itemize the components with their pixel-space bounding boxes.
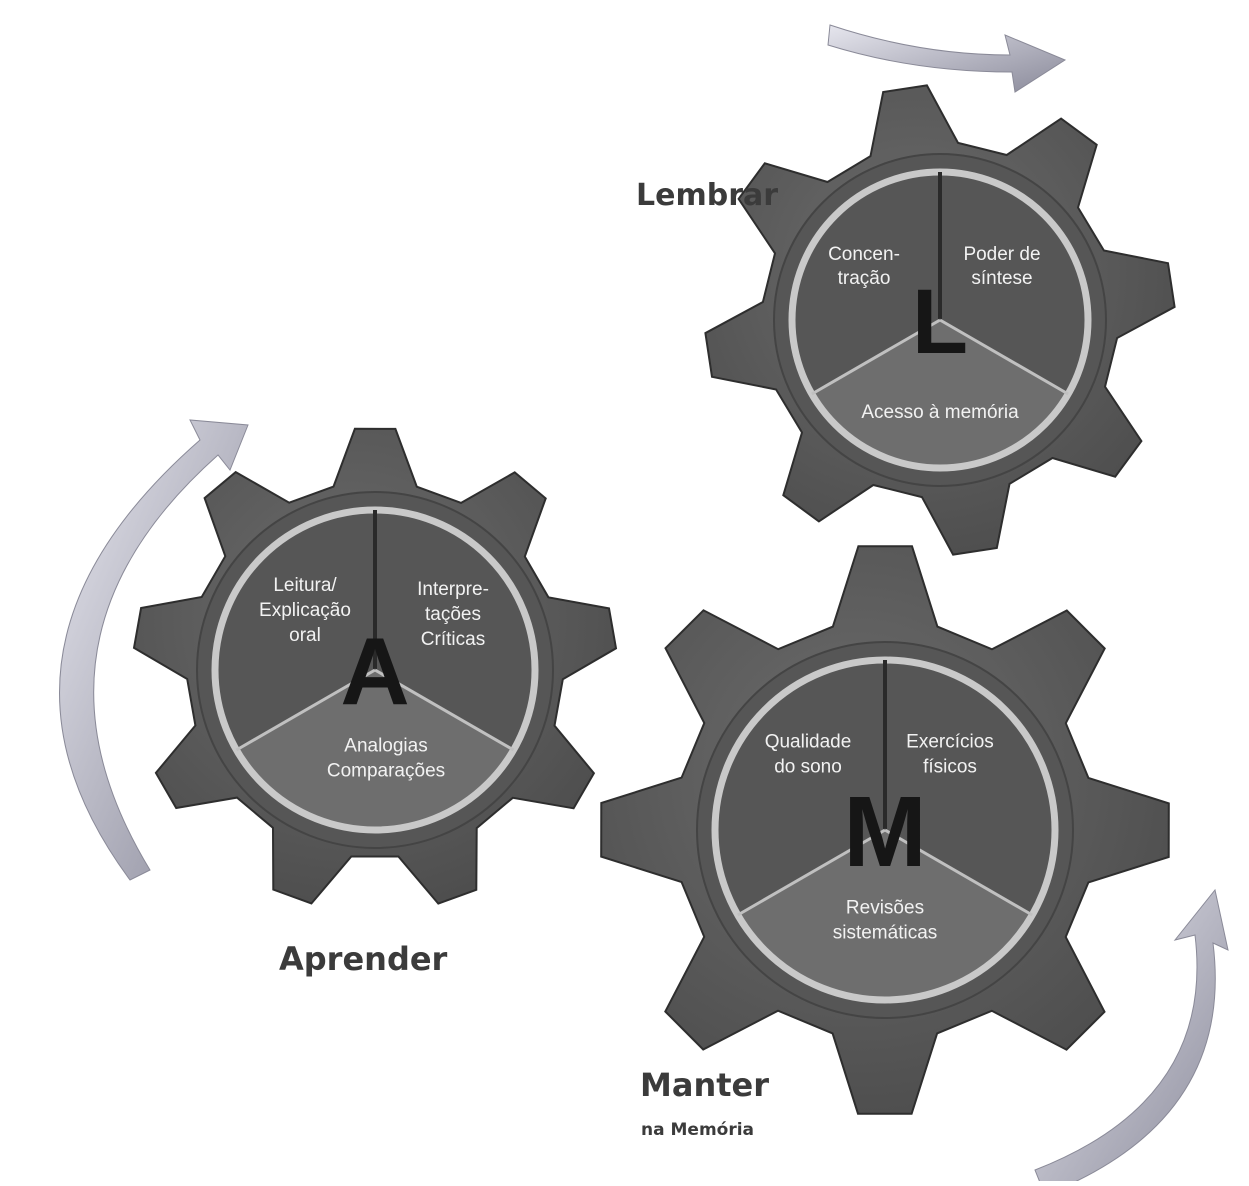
curved-arrow-icon (828, 25, 1065, 92)
gear-letter: A (340, 619, 409, 726)
aprender-title: Aprender (279, 940, 447, 978)
manter-title: Manter (640, 1066, 769, 1104)
gear-letter: L (912, 271, 968, 373)
gear-letter: M (843, 776, 926, 888)
lembrar-title: Lembrar (636, 178, 778, 213)
segment-bottom-label: Acesso à memória (861, 402, 1019, 423)
manter-subtitle: na Memória (641, 1120, 754, 1140)
